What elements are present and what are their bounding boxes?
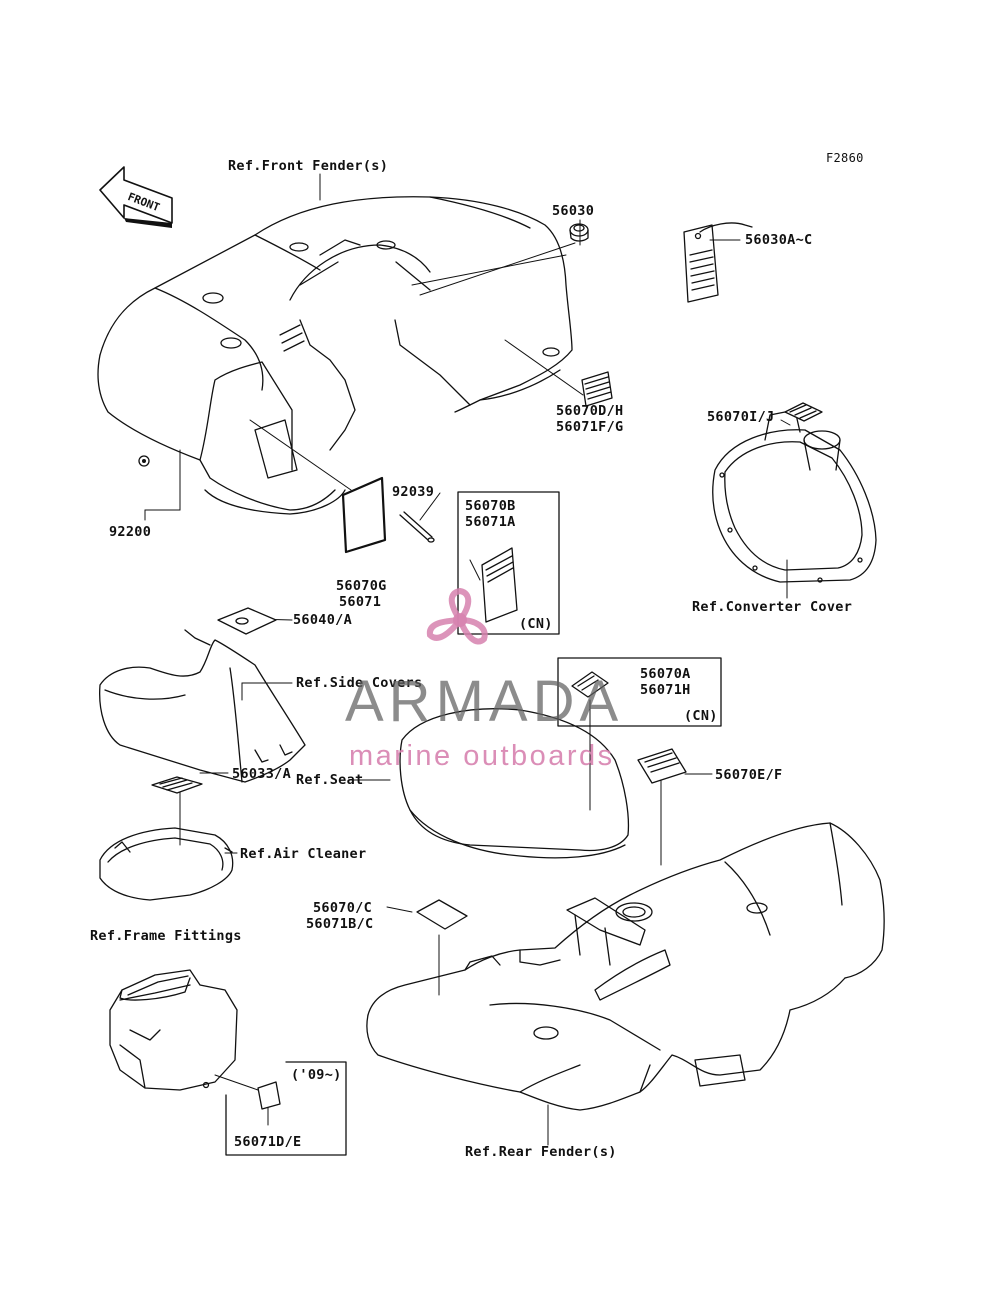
ref-rear-fender-label[interactable]: Ref.Rear Fender(s) bbox=[465, 1144, 617, 1160]
front-arrow-icon: FRONT bbox=[99, 166, 173, 228]
front-fender-drawing bbox=[97, 196, 573, 515]
label-56070c-icon bbox=[416, 899, 468, 930]
part-56070ef-label[interactable]: 56070E/F bbox=[715, 767, 783, 783]
part-56033-label[interactable]: 56033/A bbox=[232, 766, 291, 782]
part-56071a-label[interactable]: 56071A bbox=[465, 514, 516, 530]
figure-id: F2860 bbox=[826, 151, 864, 165]
label-56070dh-icon bbox=[581, 371, 613, 407]
part-56070g-label[interactable]: 56070G bbox=[336, 578, 387, 594]
box-56070a bbox=[557, 657, 722, 727]
hang-tag-56030a-icon bbox=[683, 222, 753, 303]
part-56030-label[interactable]: 56030 bbox=[552, 203, 595, 219]
box-56070b bbox=[457, 491, 560, 635]
watermark-brand: ARMADA bbox=[345, 669, 624, 734]
part-56070dh-label[interactable]: 56070D/H bbox=[556, 403, 624, 419]
part-56030a-label[interactable]: 56030A~C bbox=[745, 232, 813, 248]
ref-seat-label[interactable]: Ref.Seat bbox=[296, 772, 364, 788]
part-56070c-label[interactable]: 56070/C bbox=[313, 900, 372, 916]
year-note-09: ('09~) bbox=[291, 1067, 342, 1083]
converter-cover-drawing bbox=[712, 402, 877, 583]
ref-converter-cover-label[interactable]: Ref.Converter Cover bbox=[692, 599, 853, 615]
box-56071de bbox=[225, 1061, 347, 1156]
rear-fender-drawing bbox=[366, 822, 885, 1111]
part-56070a-label[interactable]: 56070A bbox=[640, 666, 691, 682]
label-56070ef-icon bbox=[637, 748, 687, 784]
part-56071de-label[interactable]: 56071D/E bbox=[234, 1134, 302, 1150]
cn-note-2: (CN) bbox=[684, 708, 718, 724]
band-92039-icon bbox=[399, 511, 435, 543]
decal-56033-icon bbox=[151, 776, 203, 794]
grommet-56030-icon bbox=[569, 223, 589, 242]
part-56071-label[interactable]: 56071 bbox=[339, 594, 382, 610]
frame-fittings-drawing bbox=[109, 969, 238, 1091]
clip-92200-icon bbox=[138, 455, 150, 467]
cn-note-1: (CN) bbox=[519, 616, 553, 632]
part-56070ij-label[interactable]: 56070I/J bbox=[707, 409, 775, 425]
part-56040-label[interactable]: 56040/A bbox=[293, 612, 352, 628]
seat-drawing bbox=[399, 708, 630, 859]
part-56071h-label[interactable]: 56071H bbox=[640, 682, 691, 698]
ref-front-fender-label[interactable]: Ref.Front Fender(s) bbox=[228, 158, 389, 174]
ref-frame-fittings-label[interactable]: Ref.Frame Fittings bbox=[90, 928, 242, 944]
decal-56040-icon bbox=[217, 607, 277, 635]
air-cleaner-drawing bbox=[99, 827, 234, 901]
part-56070b-label[interactable]: 56070B bbox=[465, 498, 516, 514]
watermark-tagline: marine outboards bbox=[349, 740, 615, 772]
side-covers-drawing bbox=[99, 629, 306, 783]
ref-air-cleaner-label[interactable]: Ref.Air Cleaner bbox=[240, 846, 367, 862]
ref-side-covers-label[interactable]: Ref.Side Covers bbox=[296, 675, 423, 691]
part-92039-label[interactable]: 92039 bbox=[392, 484, 435, 500]
leader-lines bbox=[144, 173, 791, 1146]
propeller-logo-icon bbox=[426, 587, 488, 645]
part-56071fg-label[interactable]: 56071F/G bbox=[556, 419, 624, 435]
part-56071bc-label[interactable]: 56071B/C bbox=[306, 916, 374, 932]
label-56070g-icon bbox=[341, 476, 387, 554]
part-92200-label[interactable]: 92200 bbox=[109, 524, 152, 540]
